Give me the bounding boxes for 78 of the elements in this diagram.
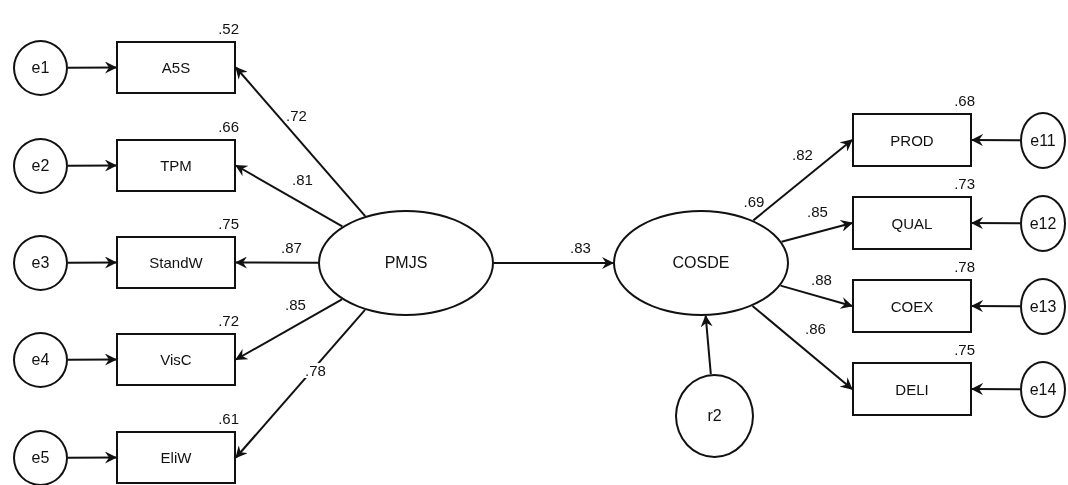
arrow [971, 300, 1021, 313]
error-term-circle [1020, 361, 1066, 418]
arrow [700, 314, 713, 376]
arrow [971, 217, 1021, 230]
r-squared-value: .52 [218, 20, 239, 37]
edge-label: .83 [569, 240, 592, 255]
arrow [971, 383, 1021, 396]
r-squared-value: .78 [954, 258, 975, 275]
arrow [235, 66, 367, 218]
edge-label: .72 [285, 108, 308, 123]
observed-variable-box [852, 196, 972, 250]
observed-variable-box [116, 236, 236, 289]
error-term-circle [13, 40, 68, 96]
r-squared-value: .75 [954, 341, 975, 358]
r-squared-value: .61 [218, 410, 239, 427]
error-term-circle [1020, 278, 1066, 335]
edge-label: .88 [810, 272, 833, 287]
error-term-circle [13, 138, 68, 194]
variable-name: e11 [1030, 131, 1056, 150]
variable-name: EliW [160, 449, 192, 466]
variable-name: StandW [149, 254, 203, 271]
arrow [67, 159, 117, 172]
variable-name: e2 [31, 157, 50, 175]
error-term-circle [13, 332, 68, 388]
r-squared-value: .75 [218, 215, 239, 232]
variable-name: r2 [707, 407, 722, 425]
variable-name: e1 [31, 59, 50, 77]
arrow [67, 256, 117, 269]
error-term-circle [13, 430, 68, 485]
observed-variable-box [852, 362, 972, 416]
variable-name: DELI [895, 380, 929, 398]
arrow [751, 305, 853, 390]
error-term-circle [13, 235, 68, 291]
edge-label: .86 [804, 321, 827, 336]
arrow [235, 164, 344, 228]
variable-name: TPM [160, 157, 192, 174]
edge-label: .81 [291, 172, 314, 187]
r-squared-value: .69 [743, 193, 765, 210]
edge-label: .85 [284, 297, 307, 312]
error-term-circle [1020, 195, 1066, 252]
arrow [493, 257, 614, 269]
arrow [235, 308, 366, 459]
variable-name: e3 [31, 254, 50, 272]
variable-name: e5 [31, 449, 50, 467]
edge-label: .87 [280, 240, 303, 255]
arrow [971, 134, 1021, 147]
variable-name: e4 [31, 351, 50, 369]
observed-variable-box [116, 333, 236, 386]
arrow [67, 353, 117, 366]
r-squared-value: .66 [218, 118, 239, 135]
variable-name: e13 [1029, 297, 1057, 316]
r-squared-value: .68 [954, 92, 975, 109]
edge-label: .82 [791, 147, 814, 162]
variable-name: VisC [160, 351, 192, 368]
r-squared-value: .72 [218, 312, 239, 329]
arrow [235, 256, 319, 269]
arrow [67, 61, 117, 74]
variable-name: PROD [890, 131, 934, 149]
edge-label: .78 [304, 363, 327, 378]
r-squared-value: .73 [954, 175, 975, 192]
observed-variable-box [116, 139, 236, 192]
variable-name: e14 [1029, 380, 1057, 399]
edge-label: .85 [806, 204, 829, 219]
observed-variable-box [116, 431, 236, 484]
variable-name: COEX [890, 297, 934, 315]
variable-name: PMJS [384, 254, 428, 272]
variable-name: e12 [1029, 214, 1057, 233]
arrow [779, 284, 853, 309]
variable-name: A5S [161, 59, 191, 76]
observed-variable-box [116, 41, 236, 94]
arrow [67, 451, 117, 464]
observed-variable-box [852, 279, 972, 333]
variable-name: QUAL [891, 214, 933, 232]
arrow [235, 298, 343, 361]
observed-variable-box [852, 113, 972, 167]
variable-name: COSDE [672, 254, 730, 272]
arrow [752, 139, 853, 222]
error-term-circle [1020, 112, 1066, 169]
